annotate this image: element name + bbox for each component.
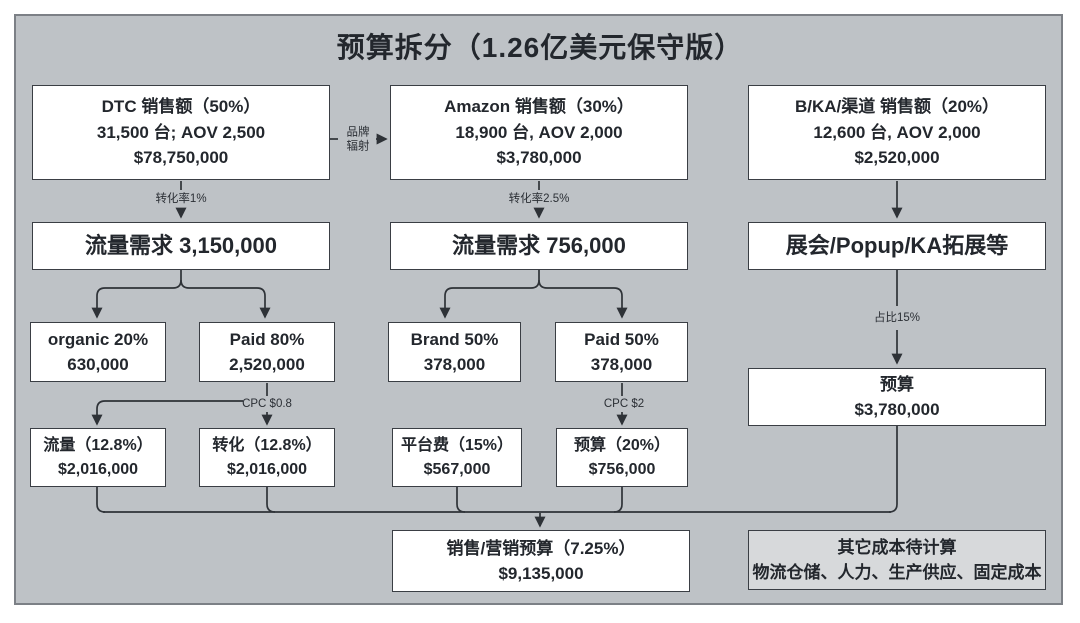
edge-label-cvr-dtc: 转化率1% xyxy=(155,192,207,205)
edge-amazon-traffic-split xyxy=(439,270,628,319)
node-amazon-sales: Amazon 销售额（30%） 18,900 台, AOV 2,000 $3,7… xyxy=(390,85,688,180)
diagram-title: 预算拆分（1.26亿美元保守版） xyxy=(336,32,744,63)
node-line: 销售/营销预算（7.25%） xyxy=(446,538,636,558)
node-line: 平台费（15%） xyxy=(400,437,514,455)
node-brand-50: Brand 50% 378,000 xyxy=(388,322,521,382)
node-paid-50: Paid 50% 378,000 xyxy=(555,322,688,382)
node-line: Paid 80% xyxy=(229,329,305,349)
edge-label-cpc-amazon: CPC $2 xyxy=(603,397,645,410)
node-other-costs: 其它成本待计算 物流仓储、人力、生产供应、固定成本 xyxy=(748,530,1046,590)
node-line: 预算 xyxy=(880,374,914,394)
node-line: 转化（12.8%） xyxy=(212,437,322,455)
node-line: Brand 50% xyxy=(410,329,499,349)
node-bka-budget: 预算 $3,780,000 xyxy=(748,368,1046,426)
node-line: $3,780,000 xyxy=(496,148,582,168)
edge-label-bka-share: 占比15% xyxy=(873,311,921,324)
node-platform-fee: 平台费（15%） $567,000 xyxy=(392,428,522,487)
node-line: 流量（12.8%） xyxy=(43,437,153,455)
node-bka-channel-expansion: 展会/Popup/KA拓展等 xyxy=(748,222,1046,270)
node-line: 物流仓储、人力、生产供应、固定成本 xyxy=(752,563,1042,582)
node-line: 其它成本待计算 xyxy=(837,537,957,557)
edge-label-cvr-amazon: 转化率2.5% xyxy=(508,192,570,205)
node-line: 18,900 台, AOV 2,000 xyxy=(455,122,623,142)
edge-label-cpc-dtc: CPC $0.8 xyxy=(242,397,292,410)
node-line: 378,000 xyxy=(590,355,653,374)
node-line: 流量需求 756,000 xyxy=(452,233,626,258)
node-total-marketing-budget: 销售/营销预算（7.25%） $9,135,000 xyxy=(392,530,690,592)
node-line: $2,520,000 xyxy=(854,148,940,168)
edge-cpc-dtc xyxy=(91,383,273,426)
node-conversion-budget: 转化（12.8%） $2,016,000 xyxy=(199,428,335,487)
node-bka-sales: B/KA/渠道 销售额（20%） 12,600 台, AOV 2,000 $2,… xyxy=(748,85,1046,180)
node-line: $3,780,000 xyxy=(854,400,940,419)
node-line: Amazon 销售额（30%） xyxy=(444,97,634,117)
edge-merge-total xyxy=(96,426,898,528)
node-line: B/KA/渠道 销售额（20%） xyxy=(794,97,1000,117)
node-line: $756,000 xyxy=(588,460,656,478)
node-line: 展会/Popup/KA拓展等 xyxy=(785,233,1009,258)
node-amazon-budget: 预算（20%） $756,000 xyxy=(556,428,688,487)
node-line: $2,016,000 xyxy=(57,460,139,478)
node-traffic-budget: 流量（12.8%） $2,016,000 xyxy=(30,428,166,487)
node-line: organic 20% xyxy=(47,329,149,349)
node-line: 12,600 台, AOV 2,000 xyxy=(813,122,981,142)
node-line: DTC 销售额（50%） xyxy=(101,97,261,117)
node-amazon-traffic-demand: 流量需求 756,000 xyxy=(390,222,688,270)
node-dtc-sales: DTC 销售额（50%） 31,500 台; AOV 2,500 $78,750… xyxy=(32,85,330,180)
node-paid-80: Paid 80% 2,520,000 xyxy=(199,322,335,382)
node-line: 流量需求 3,150,000 xyxy=(85,233,277,258)
node-line: 预算（20%） xyxy=(573,437,671,455)
node-line: 31,500 台; AOV 2,500 xyxy=(96,122,266,142)
edge-dtc-traffic-split xyxy=(91,270,271,319)
node-organic: organic 20% 630,000 xyxy=(30,322,166,382)
node-line: $567,000 xyxy=(423,460,491,478)
node-line: 630,000 xyxy=(67,355,129,374)
node-line: 378,000 xyxy=(423,355,486,374)
edge-label-brand-radiation: 品牌 辐射 xyxy=(346,126,370,153)
node-dtc-traffic-demand: 流量需求 3,150,000 xyxy=(32,222,330,270)
node-line: $2,016,000 xyxy=(226,460,308,478)
node-line: $9,135,000 xyxy=(498,564,584,583)
node-line: $78,750,000 xyxy=(133,148,229,168)
node-line: 2,520,000 xyxy=(229,355,305,374)
node-line: Paid 50% xyxy=(584,329,659,349)
